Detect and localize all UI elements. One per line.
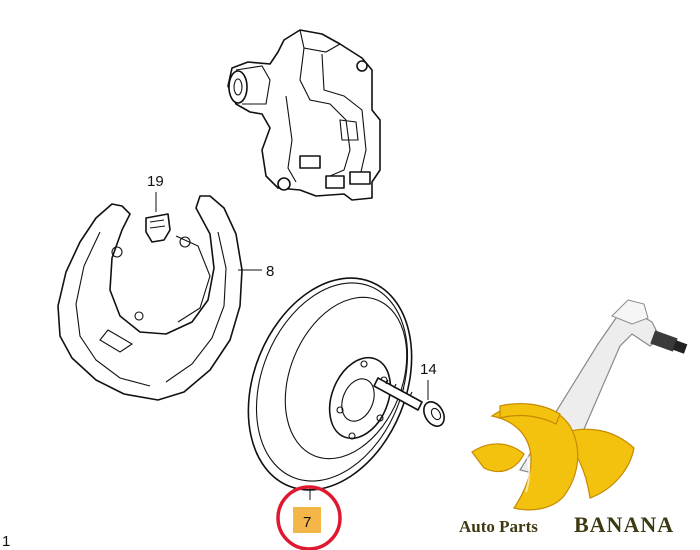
callout-14: 14 (420, 361, 437, 378)
logo-text-banana: BANANA (574, 512, 674, 537)
highlighted-callout[interactable]: 7 (276, 485, 342, 550)
callout-7: 7 (303, 514, 311, 531)
callout-19: 19 (147, 173, 164, 190)
brand-logo: Auto Parts BANANA (459, 299, 688, 537)
brake-disc (247, 277, 413, 491)
brake-caliper (227, 29, 381, 201)
callout-8: 8 (266, 263, 274, 280)
banana-image (471, 403, 635, 511)
callout-7-ring (276, 485, 342, 550)
splash-shield (57, 195, 243, 401)
callout-7-fill (293, 507, 321, 533)
disc-screw (373, 377, 445, 427)
callout-1: 1 (2, 533, 10, 550)
logo-text-auto-parts: Auto Parts (459, 517, 538, 536)
retaining-clip (145, 213, 171, 243)
